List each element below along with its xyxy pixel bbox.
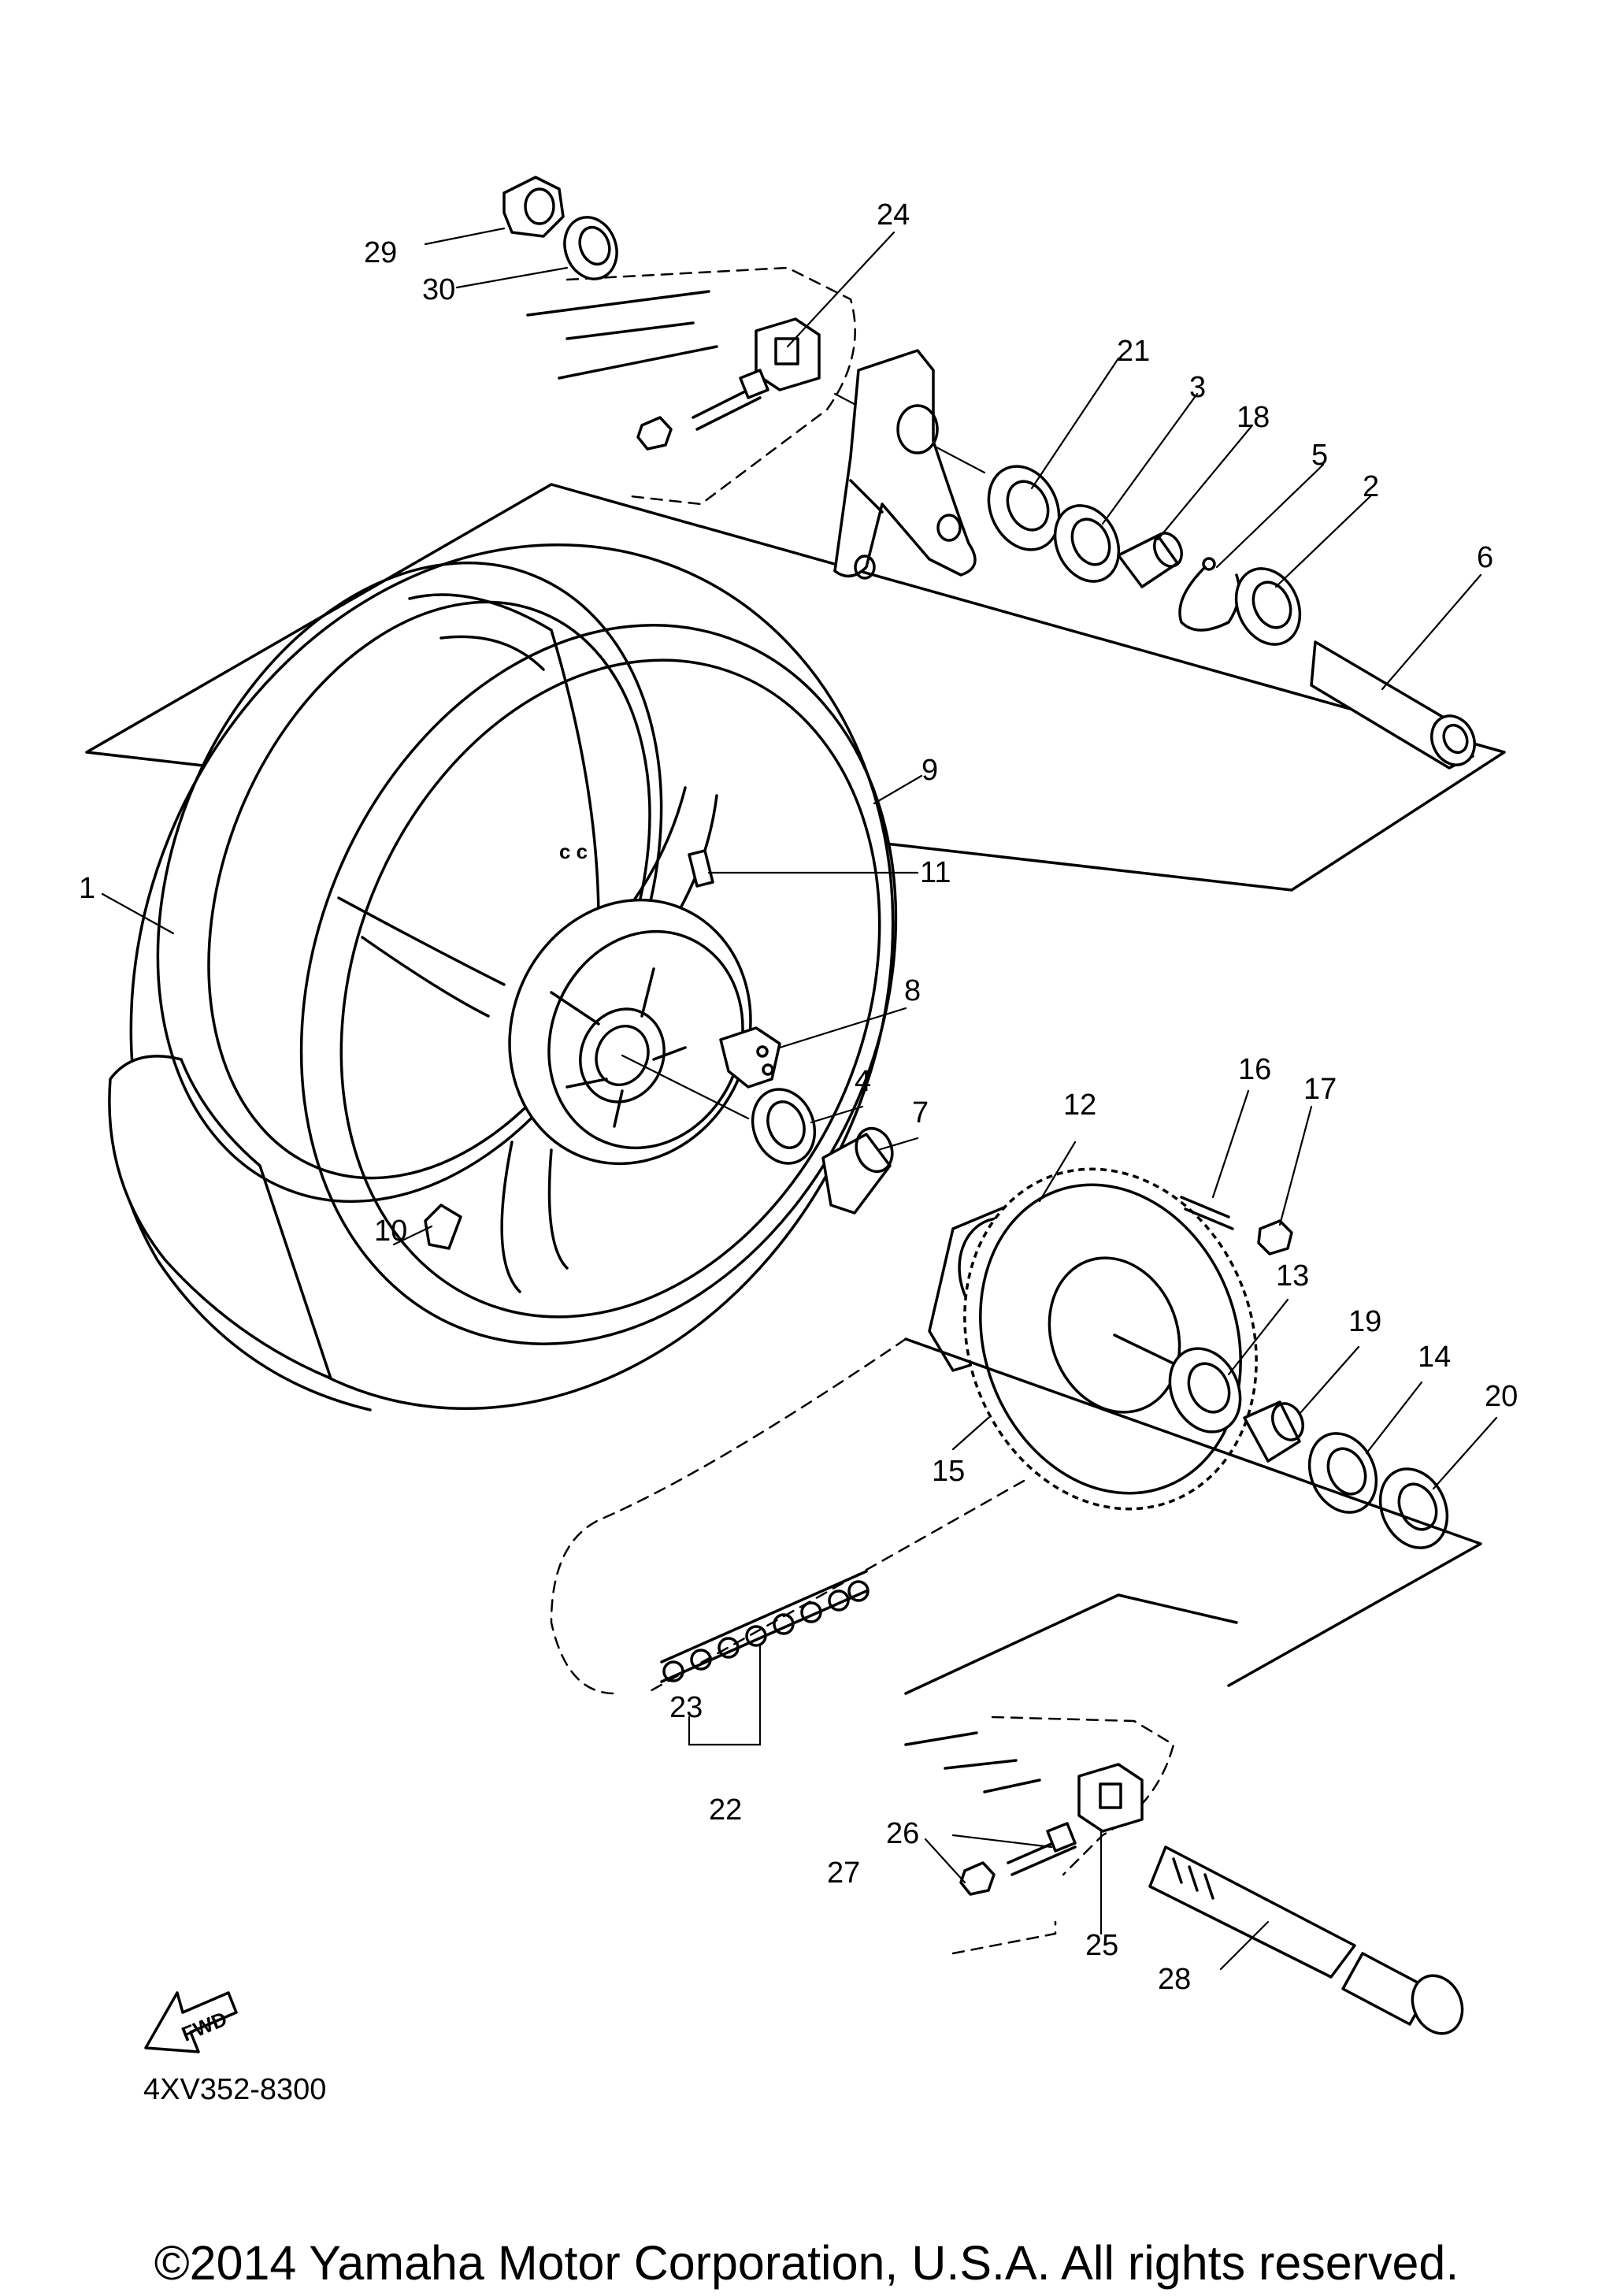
callout-20: 20 — [1485, 1380, 1518, 1413]
callout-5: 5 — [1311, 439, 1328, 472]
callout-3: 3 — [1189, 371, 1206, 404]
drive-chain-drawing — [550, 1337, 1025, 1746]
washer-upper — [563, 216, 618, 280]
callout-24: 24 — [877, 198, 910, 232]
callout-21: 21 — [1117, 335, 1150, 368]
svg-text:c c: c c — [559, 840, 588, 863]
upper-chain-puller-drawing — [526, 266, 977, 580]
callout-2: 2 — [1363, 470, 1379, 503]
leader-lines — [101, 227, 1498, 1971]
callout-28: 28 — [1158, 1963, 1191, 1996]
callout-25: 25 — [1085, 1929, 1118, 1962]
sprocket-clutch-hub — [928, 1167, 1258, 1511]
callout-7: 7 — [912, 1096, 929, 1129]
callout-22: 22 — [709, 1793, 742, 1827]
callout-15: 15 — [932, 1455, 965, 1488]
callout-23: 23 — [669, 1691, 703, 1724]
callout-1: 1 — [79, 872, 95, 905]
callout-labels: 29 30 24 21 3 18 5 2 6 9 11 1 8 4 7 12 1… — [79, 198, 1518, 1996]
callout-4: 4 — [855, 1065, 871, 1098]
callout-9: 9 — [921, 754, 938, 787]
rear-axle-drawing — [1148, 1845, 1464, 2035]
callout-17: 17 — [1303, 1073, 1337, 1106]
callout-16: 16 — [1238, 1053, 1271, 1086]
rear-wheel-drawing: c c — [108, 543, 898, 1411]
stud-nut — [1180, 1196, 1293, 1256]
lower-assembly-plane — [904, 1337, 1482, 1687]
copyright-notice: ©2014 Yamaha Motor Corporation, U.S.A. A… — [154, 2236, 1459, 2290]
fwd-arrow-icon: FWD — [144, 1991, 238, 2053]
axle-nut-upper — [502, 176, 565, 238]
callout-30: 30 — [422, 273, 455, 306]
callout-14: 14 — [1418, 1341, 1451, 1374]
callout-6: 6 — [1477, 541, 1493, 574]
callout-12: 12 — [1063, 1089, 1096, 1122]
right-bearing-stack — [987, 465, 1476, 770]
callout-18: 18 — [1237, 401, 1270, 434]
callout-26: 26 — [886, 1817, 919, 1850]
hub-bearing-collar — [751, 1088, 894, 1215]
callout-10: 10 — [374, 1215, 407, 1248]
callout-11: 11 — [920, 856, 951, 889]
callout-29: 29 — [364, 236, 397, 269]
callout-19: 19 — [1348, 1305, 1381, 1338]
drawing-code: 4XV352-8300 — [143, 2073, 326, 2106]
callout-8: 8 — [904, 974, 921, 1007]
callout-27: 27 — [827, 1856, 860, 1890]
callout-13: 13 — [1276, 1259, 1309, 1293]
lower-chain-puller-drawing — [904, 1716, 1175, 1955]
lower-bearing-stack — [1168, 1347, 1449, 1549]
